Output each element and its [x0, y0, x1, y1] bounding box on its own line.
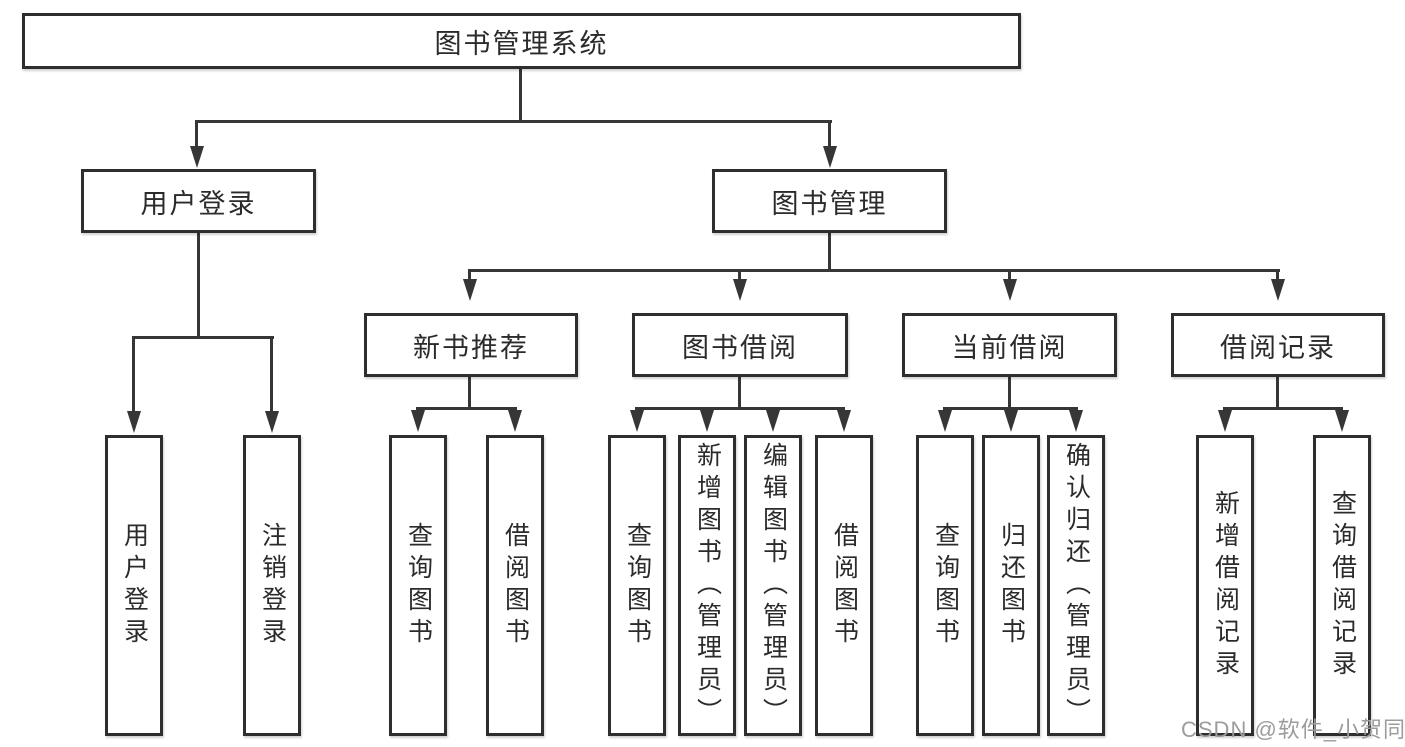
leaf-label: 编辑图书（管理员）	[759, 441, 788, 730]
node-current-borrowing: 当前借阅	[902, 313, 1117, 377]
leaf-label: 新增图书（管理员）	[693, 441, 722, 730]
connector-line	[828, 120, 831, 148]
connector-line	[738, 269, 741, 280]
connector-line	[519, 69, 522, 122]
connector-line	[196, 120, 832, 123]
connector-line	[1008, 269, 1011, 280]
arrow-down-icon	[700, 410, 714, 432]
arrow-down-icon	[823, 146, 837, 168]
arrow-down-icon	[265, 411, 279, 433]
connector-line	[132, 336, 135, 411]
leaf-label: 注销登录	[258, 521, 287, 650]
node-label: 当前借阅	[951, 332, 1068, 363]
arrow-down-icon	[733, 279, 747, 301]
node-new-book-recommendation: 新书推荐	[364, 313, 578, 377]
node-label: 图书借阅	[682, 332, 798, 363]
arrow-down-icon	[1004, 410, 1018, 432]
leaf-label: 用户登录	[120, 521, 149, 650]
node-label: 借阅记录	[1220, 332, 1336, 363]
arrow-down-icon	[1271, 279, 1285, 301]
leaf-query-books-current: 查询图书	[916, 435, 974, 736]
leaf-label: 查询图书	[404, 521, 433, 650]
arrow-down-icon	[463, 279, 477, 301]
leaf-confirm-return-admin: 确认归还（管理员）	[1047, 435, 1105, 736]
arrow-down-icon	[837, 410, 851, 432]
connector-line	[468, 269, 1280, 272]
leaf-query-borrow-record: 查询借阅记录	[1313, 435, 1371, 736]
arrow-down-icon	[766, 410, 780, 432]
connector-line	[828, 233, 831, 271]
connector-line	[1008, 377, 1011, 409]
connector-line	[738, 377, 741, 409]
leaf-label: 归还图书	[997, 521, 1026, 650]
connector-line	[1223, 407, 1343, 410]
connector-line	[635, 407, 845, 410]
connector-line	[468, 269, 471, 280]
watermark-csdn: CSDN @软件_小贺同学	[1181, 717, 1405, 742]
connector-line	[132, 336, 274, 339]
arrow-down-icon	[630, 410, 644, 432]
leaf-user-login: 用户登录	[105, 435, 163, 736]
leaf-query-books-newrec: 查询图书	[389, 435, 447, 736]
leaf-label: 查询图书	[931, 521, 960, 650]
node-label: 用户登录	[140, 188, 257, 219]
node-label: 新书推荐	[413, 332, 529, 363]
arrow-down-icon	[1335, 410, 1349, 432]
connector-line	[943, 407, 1078, 410]
leaf-borrow-books-newrec: 借阅图书	[486, 435, 544, 736]
leaf-add-books-admin: 新增图书（管理员）	[678, 435, 736, 736]
arrow-down-icon	[127, 411, 141, 433]
leaf-label: 查询借阅记录	[1328, 489, 1357, 682]
node-book-management: 图书管理	[712, 169, 947, 233]
node-label: 图书管理系统	[434, 28, 609, 59]
leaf-label: 查询图书	[623, 521, 652, 650]
leaf-label: 新增借阅记录	[1211, 489, 1240, 682]
leaf-borrow-books-borrow: 借阅图书	[815, 435, 873, 736]
leaf-return-books: 归还图书	[982, 435, 1040, 736]
leaf-logout-login: 注销登录	[243, 435, 301, 736]
arrow-down-icon	[411, 410, 425, 432]
connector-line	[1276, 377, 1279, 409]
arrow-down-icon	[1003, 279, 1017, 301]
leaf-edit-books-admin: 编辑图书（管理员）	[744, 435, 802, 736]
arrow-down-icon	[1218, 410, 1232, 432]
connector-line	[1276, 269, 1279, 280]
arrow-down-icon	[508, 410, 522, 432]
leaf-label: 借阅图书	[501, 521, 530, 650]
leaf-label: 借阅图书	[830, 521, 859, 650]
node-book-borrowing: 图书借阅	[632, 313, 848, 377]
node-library-management-system: 图书管理系统	[22, 13, 1021, 69]
connector-line	[197, 232, 200, 338]
connector-line	[270, 336, 273, 411]
node-user-login: 用户登录	[81, 169, 316, 233]
connector-line	[195, 120, 198, 148]
leaf-label: 确认归还（管理员）	[1062, 441, 1091, 730]
leaf-add-borrow-record: 新增借阅记录	[1196, 435, 1254, 736]
arrow-down-icon	[190, 146, 204, 168]
node-label: 图书管理	[771, 188, 888, 219]
leaf-query-books-borrow: 查询图书	[608, 435, 666, 736]
arrow-down-icon	[1069, 410, 1083, 432]
connector-line	[468, 377, 471, 409]
node-borrowing-records: 借阅记录	[1171, 313, 1385, 377]
arrow-down-icon	[938, 410, 952, 432]
connector-line	[416, 407, 517, 410]
